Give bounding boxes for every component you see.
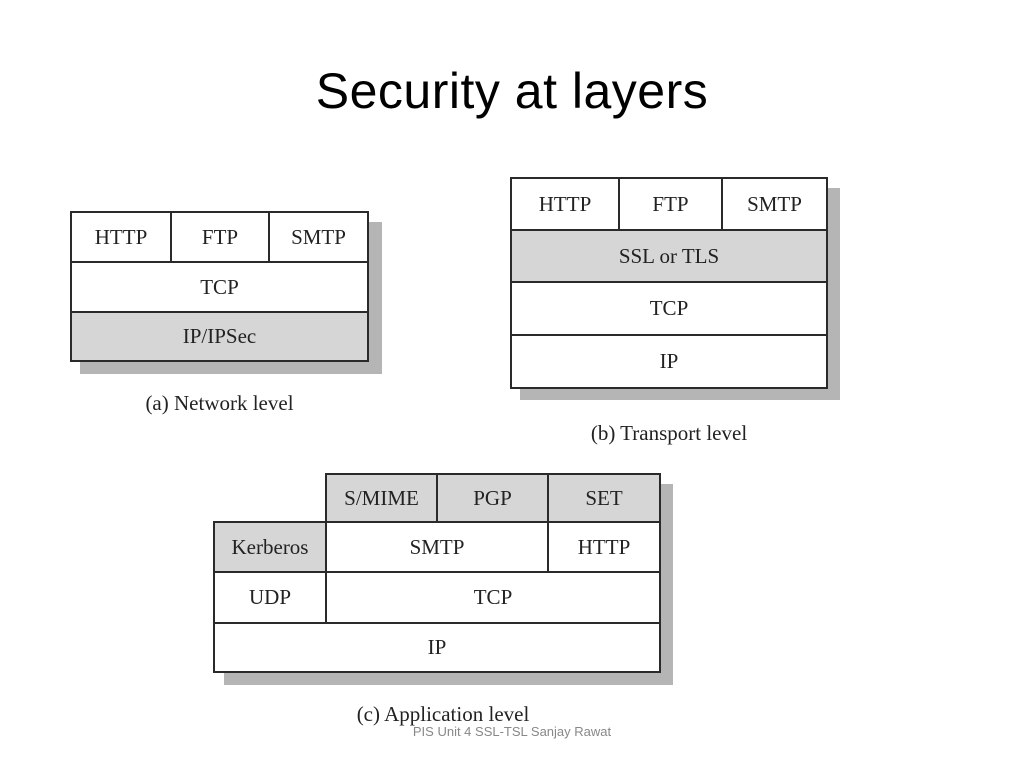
transport-tcp-cell: TCP bbox=[510, 281, 828, 336]
slide-title: Security at layers bbox=[315, 63, 709, 119]
transport-ftp-cell: FTP bbox=[618, 177, 723, 231]
transport-ssl-cell: SSL or TLS bbox=[510, 229, 828, 283]
transport-smtp-cell: SMTP bbox=[721, 177, 828, 231]
application-set-cell: SET bbox=[547, 473, 661, 523]
application-caption: (c) Application level bbox=[356, 702, 530, 726]
transport-ip-cell: IP bbox=[510, 334, 828, 389]
application-http-cell: HTTP bbox=[547, 521, 661, 573]
application-ip-cell: IP bbox=[213, 622, 661, 673]
application-pgp-cell: PGP bbox=[436, 473, 549, 523]
network-tcp-cell: TCP bbox=[70, 261, 369, 313]
transport-http-cell: HTTP bbox=[510, 177, 620, 231]
application-smtp-cell: SMTP bbox=[325, 521, 549, 573]
application-udp-cell: UDP bbox=[213, 571, 327, 624]
network-smtp-cell: SMTP bbox=[268, 211, 369, 263]
application-kerberos-cell: Kerberos bbox=[213, 521, 327, 573]
network-caption: (a) Network level bbox=[145, 391, 294, 415]
network-http-cell: HTTP bbox=[70, 211, 172, 263]
slide-footer: PIS Unit 4 SSL-TSL Sanjay Rawat bbox=[412, 724, 612, 739]
application-tcp-cell: TCP bbox=[325, 571, 661, 624]
transport-caption: (b) Transport level bbox=[590, 421, 748, 445]
network-ipsec-cell: IP/IPSec bbox=[70, 311, 369, 362]
network-ftp-cell: FTP bbox=[170, 211, 270, 263]
application-smime-cell: S/MIME bbox=[325, 473, 438, 523]
